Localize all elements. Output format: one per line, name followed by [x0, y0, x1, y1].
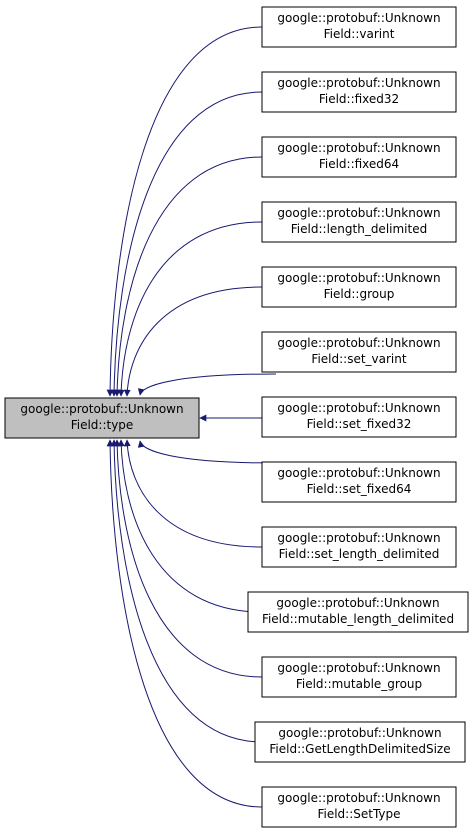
call-edge-arrow	[137, 440, 277, 464]
root-node-line1: google::protobuf::Unknown	[20, 402, 183, 416]
caller-node-line1: google::protobuf::Unknown	[276, 596, 439, 610]
caller-node-set-fixed32[interactable]: google::protobuf::Unknown Field::set_fix…	[261, 396, 457, 438]
caller-node-box	[261, 396, 457, 438]
caller-node-box	[261, 331, 457, 373]
caller-node-line2: Field::varint	[324, 27, 395, 41]
caller-node-line2: Field::mutable_group	[296, 677, 422, 691]
caller-node-mutable-group[interactable]: google::protobuf::Unknown Field::mutable…	[261, 656, 457, 698]
caller-node-set-fixed64[interactable]: google::protobuf::Unknown Field::set_fix…	[261, 461, 457, 503]
caller-node-box	[261, 136, 457, 178]
call-edge-arrow	[106, 26, 263, 397]
call-edge-arrow	[137, 373, 277, 396]
call-edges	[106, 26, 277, 808]
call-edge-arrow	[117, 221, 263, 397]
caller-node-line2: Field::set_length_delimited	[279, 547, 440, 561]
caller-node-line2: Field::fixed32	[319, 92, 399, 106]
caller-node-line1: google::protobuf::Unknown	[278, 726, 441, 740]
caller-node-box	[261, 201, 457, 243]
call-edge-arrow	[106, 439, 263, 808]
caller-node-line2: Field::fixed64	[319, 157, 399, 171]
caller-node-line1: google::protobuf::Unknown	[277, 401, 440, 415]
caller-node-line2: Field::length_delimited	[291, 222, 427, 236]
caller-node-line2: Field::mutable_length_delimited	[262, 612, 454, 626]
caller-node-fixed64[interactable]: google::protobuf::Unknown Field::fixed64	[261, 136, 457, 178]
caller-node-box	[261, 461, 457, 503]
caller-node-line1: google::protobuf::Unknown	[277, 141, 440, 155]
caller-node-box	[261, 786, 457, 828]
caller-node-fixed32[interactable]: google::protobuf::Unknown Field::fixed32	[261, 71, 457, 113]
caller-node-set-type[interactable]: google::protobuf::Unknown Field::SetType	[261, 786, 457, 828]
caller-node-mutable-length-delimited[interactable]: google::protobuf::Unknown Field::mutable…	[247, 591, 469, 633]
caller-node-box	[261, 71, 457, 113]
call-edge-arrow	[117, 439, 263, 613]
root-node-box	[4, 397, 200, 439]
call-edge-arrow	[113, 156, 263, 397]
call-edge-arrow	[113, 439, 263, 678]
caller-node-line1: google::protobuf::Unknown	[277, 466, 440, 480]
caller-node-group[interactable]: google::protobuf::Unknown Field::group	[261, 266, 457, 308]
caller-node-line2: Field::set_fixed64	[307, 482, 412, 496]
caller-node-line2: Field::set_varint	[311, 352, 406, 366]
caller-node-line1: google::protobuf::Unknown	[277, 531, 440, 545]
caller-node-box	[261, 266, 457, 308]
caller-node-length-delimited[interactable]: google::protobuf::Unknown Field::length_…	[261, 201, 457, 243]
call-edge-arrow	[110, 91, 263, 397]
caller-node-line2: Field::GetLengthDelimitedSize	[269, 742, 450, 756]
caller-node-line2: Field::set_fixed32	[307, 417, 412, 431]
caller-node-line2: Field::SetType	[317, 807, 400, 821]
call-edge-arrow	[123, 286, 263, 397]
root-node-line2: Field::type	[71, 418, 134, 432]
call-edge-arrow	[110, 439, 263, 743]
caller-node-box	[261, 6, 457, 48]
caller-node-line1: google::protobuf::Unknown	[277, 76, 440, 90]
caller-node-get-length-delimited-size[interactable]: google::protobuf::Unknown Field::GetLeng…	[254, 721, 466, 763]
caller-node-line1: google::protobuf::Unknown	[277, 271, 440, 285]
caller-node-box	[247, 591, 469, 633]
caller-node-line1: google::protobuf::Unknown	[277, 791, 440, 805]
root-node[interactable]: google::protobuf::Unknown Field::type	[4, 397, 200, 439]
caller-node-varint[interactable]: google::protobuf::Unknown Field::varint	[261, 6, 457, 48]
caller-node-line1: google::protobuf::Unknown	[277, 11, 440, 25]
caller-node-line2: Field::group	[324, 287, 395, 301]
caller-node-line1: google::protobuf::Unknown	[277, 206, 440, 220]
caller-node-line1: google::protobuf::Unknown	[277, 661, 440, 675]
caller-node-set-length-delimited[interactable]: google::protobuf::Unknown Field::set_len…	[261, 526, 457, 568]
caller-node-box	[261, 656, 457, 698]
caller-node-set-varint[interactable]: google::protobuf::Unknown Field::set_var…	[261, 331, 457, 373]
caller-node-box	[254, 721, 466, 763]
caller-node-line1: google::protobuf::Unknown	[277, 336, 440, 350]
call-edge-arrow	[123, 439, 263, 548]
caller-node-box	[261, 526, 457, 568]
